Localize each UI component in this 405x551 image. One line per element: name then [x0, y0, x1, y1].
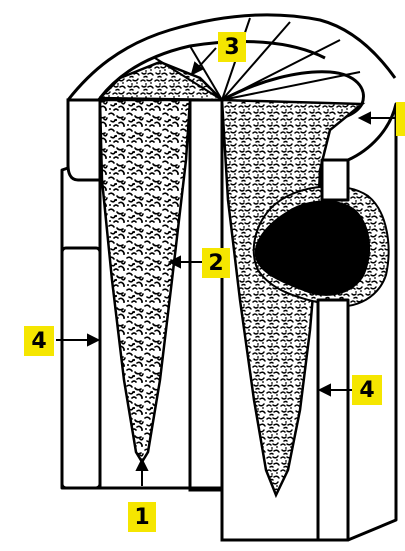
left-column	[62, 248, 100, 488]
label-3: 3	[218, 32, 246, 62]
label-1: 1	[128, 502, 156, 532]
left-upper-block	[68, 100, 100, 180]
svg-text:4: 4	[31, 329, 46, 354]
bottom-edge	[62, 488, 318, 540]
left-cone	[100, 100, 190, 462]
label-4-left: 4	[24, 326, 54, 356]
right-lower-pillar	[318, 300, 348, 540]
svg-text:3: 3	[224, 35, 239, 60]
label-2: 2	[202, 248, 230, 278]
center-column	[190, 100, 222, 490]
label-5-cropped	[396, 102, 405, 136]
svg-text:4: 4	[359, 378, 374, 403]
svg-text:2: 2	[208, 251, 223, 276]
right-upper-pillar	[322, 160, 348, 200]
right-wall	[318, 104, 396, 540]
label-4-right: 4	[352, 375, 382, 405]
right-outer-edge	[348, 104, 396, 540]
svg-text:1: 1	[134, 505, 149, 530]
